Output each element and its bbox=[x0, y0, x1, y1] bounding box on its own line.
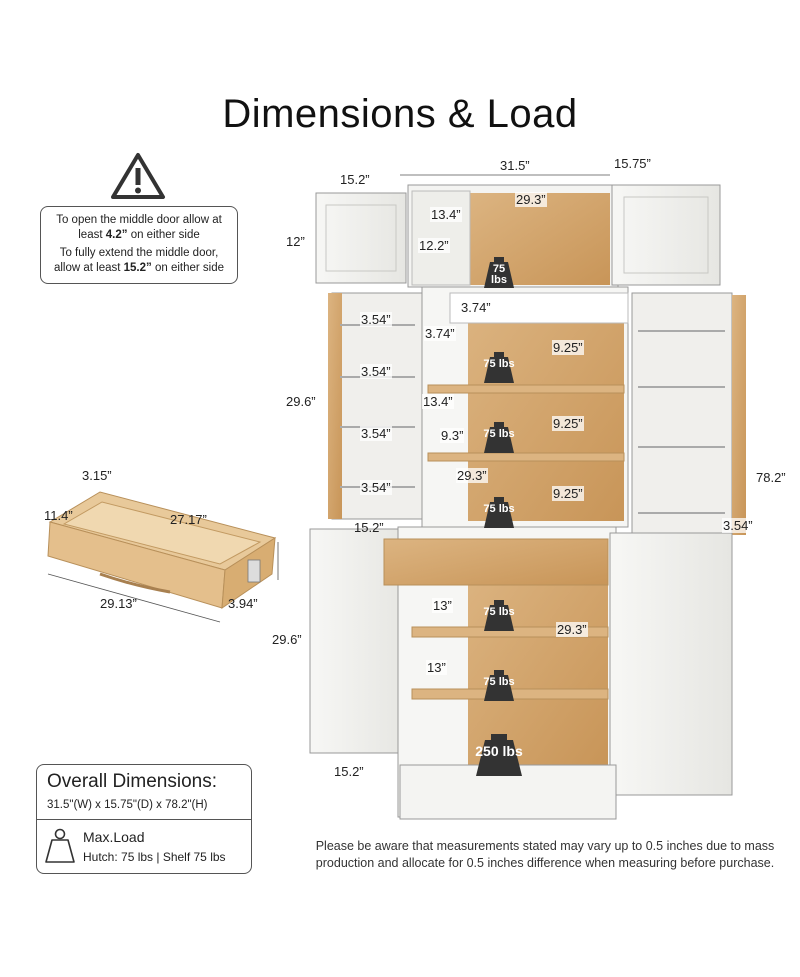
drawer-inner-depth-dim: 11.4” bbox=[44, 508, 73, 523]
base-load-label-2: 75 lbs bbox=[483, 676, 515, 688]
hutch-width-dim: 31.5” bbox=[500, 158, 530, 173]
overall-dims: 31.5"(W) x 15.75"(D) x 78.2"(H) bbox=[47, 799, 208, 811]
middle-height-dim: 29.6” bbox=[286, 394, 316, 409]
door-shelf-dim-4: 3.54” bbox=[360, 480, 392, 495]
base-shelf-width-dim: 29.3” bbox=[556, 622, 588, 637]
max-load-value: Hutch: 75 lbs | Shelf 75 lbs bbox=[83, 850, 226, 864]
middle-door-width-dim: 15.2” bbox=[354, 520, 384, 535]
hutch-inner-width-dim: 29.3” bbox=[515, 192, 547, 207]
base-shelf-depth-dim: 13” bbox=[432, 598, 453, 613]
base-load-label-1: 75 lbs bbox=[483, 606, 515, 618]
door-shelf-dim-3: 3.54” bbox=[360, 426, 392, 441]
load-weight-middle-1: 75 lbs bbox=[483, 350, 515, 384]
warning-icon bbox=[110, 152, 166, 200]
middle-load-label-1: 75 lbs bbox=[483, 358, 515, 370]
base-height-dim: 29.6” bbox=[272, 632, 302, 647]
weight-icon bbox=[45, 827, 75, 865]
door-shelf-dim-2: 3.54” bbox=[360, 364, 392, 379]
hutch-height-dim: 12” bbox=[286, 234, 305, 249]
hutch-door-width-dim: 15.2” bbox=[340, 172, 370, 187]
base-door-width-dim: 15.2” bbox=[334, 764, 364, 779]
drawer-inner-length-dim: 27.17” bbox=[170, 512, 207, 527]
load-weight-base-1: 75 lbs bbox=[483, 598, 515, 632]
hutch-load-label: 75 lbs bbox=[491, 263, 507, 286]
load-weight-middle-2: 75 lbs bbox=[483, 420, 515, 454]
drawer-height-dim: 3.15” bbox=[82, 468, 112, 483]
drawer-outer-depth-dim: 3.94” bbox=[228, 596, 258, 611]
middle-load-label-3: 75 lbs bbox=[483, 503, 515, 515]
middle-shelf-depth-dim: 13.4” bbox=[422, 394, 454, 409]
shelf-gap-dim-1: 9.25” bbox=[552, 340, 584, 355]
base-shelf-depth-dim-2: 13” bbox=[426, 660, 447, 675]
cabinet-illustration bbox=[300, 165, 777, 830]
shelf-gap-dim-3: 9.25” bbox=[552, 486, 584, 501]
hutch-inner-depth-dim: 13.4” bbox=[430, 207, 462, 222]
load-weight-middle-3: 75 lbs bbox=[483, 495, 515, 529]
disclaimer-text: Please be aware that measurements stated… bbox=[315, 839, 775, 870]
page-title: Dimensions & Load bbox=[222, 92, 578, 136]
door-shelf-dim-1: 3.54” bbox=[360, 312, 392, 327]
door-shelf-dim-right: 3.54” bbox=[722, 518, 754, 533]
middle-shelf-width-dim: 29.3” bbox=[456, 468, 488, 483]
load-weight-bottom: 250 lbs bbox=[474, 732, 524, 778]
notice-line-2: To fully extend the middle door, allow a… bbox=[53, 247, 225, 274]
load-weight-hutch: 75 lbs bbox=[483, 255, 515, 289]
max-load-label: Max.Load bbox=[83, 829, 145, 845]
hutch-depth-dim: 15.75” bbox=[614, 156, 651, 171]
load-weight-base-2: 75 lbs bbox=[483, 668, 515, 702]
shelf-gap-dim-2: 9.25” bbox=[552, 416, 584, 431]
notice-line-1: To open the middle door allow at least 4… bbox=[56, 214, 222, 241]
total-height-dim: 78.2” bbox=[756, 470, 786, 485]
drawer-illustration bbox=[30, 470, 290, 630]
overall-divider bbox=[37, 819, 251, 820]
middle-cubby-dim-2: 3.74” bbox=[424, 326, 456, 341]
middle-shelf-small-dim: 9.3” bbox=[440, 428, 465, 443]
notice-box: To open the middle door allow at least 4… bbox=[40, 206, 238, 284]
overall-dimensions-box: Overall Dimensions: 31.5"(W) x 15.75"(D)… bbox=[36, 764, 252, 874]
overall-heading: Overall Dimensions: bbox=[47, 771, 217, 792]
middle-cubby-dim: 3.74” bbox=[460, 300, 492, 315]
bottom-load-label: 250 lbs bbox=[475, 743, 523, 759]
hutch-inner-height-dim: 12.2” bbox=[418, 238, 450, 253]
middle-load-label-2: 75 lbs bbox=[483, 428, 515, 440]
drawer-outer-length-dim: 29.13” bbox=[100, 596, 137, 611]
